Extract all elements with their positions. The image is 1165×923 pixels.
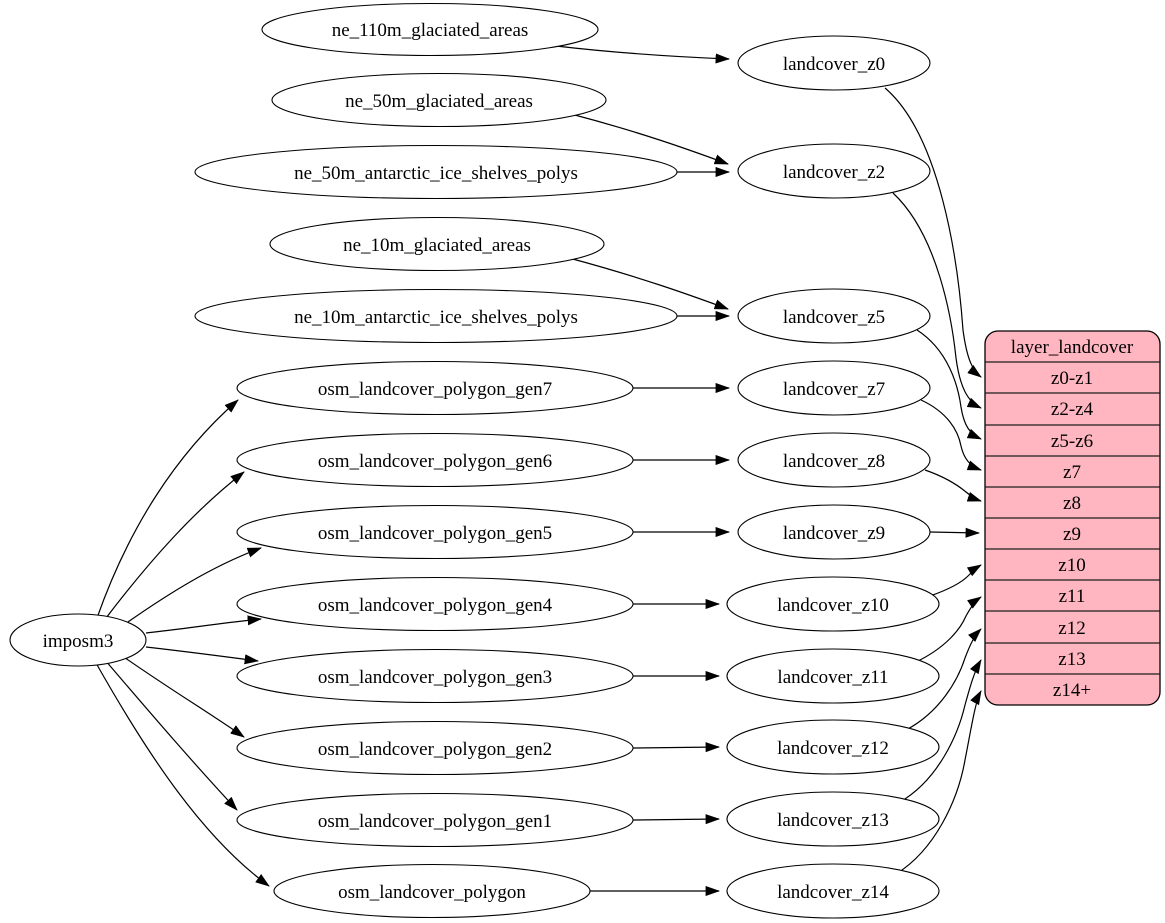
edge-z0-row (884, 87, 982, 378)
edge-imposm3-gen7 (96, 399, 239, 619)
edge-z13-row (899, 659, 982, 803)
edge-z5-row (916, 329, 982, 440)
edge-z14-row (895, 690, 982, 875)
node-label: landcover_z14 (777, 882, 889, 903)
table-row-z2-z4: z2-z4 (1051, 399, 1094, 420)
node-label: osm_landcover_polygon_gen6 (318, 451, 552, 472)
table-row-z13: z13 (1058, 649, 1085, 670)
node-landcover-z9: landcover_z9 (737, 504, 931, 560)
node-osm-landcover-polygon-gen3: osm_landcover_polygon_gen3 (236, 648, 634, 704)
node-label: ne_50m_glaciated_areas (345, 91, 533, 112)
node-label: landcover_z11 (777, 667, 888, 688)
node-osm-landcover-polygon-gen6: osm_landcover_polygon_gen6 (236, 432, 634, 488)
node-label: osm_landcover_polygon_gen1 (318, 811, 552, 832)
node-ne-110m-glaciated-areas: ne_110m_glaciated_areas (261, 2, 599, 57)
table-row-z10: z10 (1058, 555, 1085, 576)
node-ne-10m-glaciated-areas: ne_10m_glaciated_areas (269, 216, 605, 272)
node-ne-50m-antarctic-ice-shelves-polys: ne_50m_antarctic_ice_shelves_polys (194, 144, 678, 200)
node-label: landcover_z8 (783, 451, 885, 472)
node-label: osm_landcover_polygon_gen7 (318, 379, 552, 400)
edge-imposm3-gen3 (145, 646, 259, 665)
node-label: ne_10m_glaciated_areas (343, 235, 531, 256)
node-label: ne_110m_glaciated_areas (332, 20, 529, 41)
edge-imposm3-polygon (95, 662, 270, 887)
node-osm-landcover-polygon-gen4: osm_landcover_polygon_gen4 (236, 576, 634, 632)
node-label: landcover_z0 (783, 54, 885, 75)
node-landcover-z11: landcover_z11 (726, 648, 940, 704)
node-ne-10m-antarctic-ice-shelves-polys: ne_10m_antarctic_ice_shelves_polys (194, 288, 678, 344)
edge-z9-row (929, 527, 981, 538)
table-row-z0-z1: z0-z1 (1051, 368, 1093, 389)
node-landcover-z10: landcover_z10 (726, 576, 940, 632)
node-label: landcover_z5 (783, 307, 885, 328)
node-label: landcover_z10 (777, 595, 889, 616)
node-landcover-z5: landcover_z5 (737, 288, 931, 344)
edge-imposm3-gen4 (145, 615, 263, 634)
node-imposm3: imposm3 (9, 613, 147, 667)
edge-z11-row (915, 596, 982, 663)
edge-z8-row (924, 469, 982, 502)
edge-z10-row (929, 564, 982, 597)
table-row-z9: z9 (1063, 524, 1081, 545)
node-osm-landcover-polygon-gen5: osm_landcover_polygon_gen5 (236, 504, 634, 560)
edge-gen1-z13 (632, 814, 721, 825)
edge-ne110m-z0 (555, 45, 731, 64)
node-landcover-z13: landcover_z13 (726, 791, 940, 847)
node-landcover-z12: landcover_z12 (726, 719, 940, 775)
node-ne-50m-glaciated-areas: ne_50m_glaciated_areas (271, 72, 607, 128)
node-label: landcover_z7 (783, 379, 885, 400)
node-label: landcover_z12 (777, 738, 889, 759)
table-row-z11: z11 (1059, 586, 1086, 607)
node-landcover-z2: landcover_z2 (737, 143, 931, 199)
node-osm-landcover-polygon: osm_landcover_polygon (273, 863, 591, 919)
node-landcover-z0: landcover_z0 (737, 35, 931, 91)
node-label: osm_landcover_polygon_gen2 (318, 739, 552, 760)
node-landcover-z8: landcover_z8 (737, 432, 931, 488)
edge-ne50mglac-z2 (570, 113, 729, 165)
edge-z12-row (905, 628, 982, 731)
node-landcover-z14: landcover_z14 (726, 863, 940, 919)
table-row-z14plus: z14+ (1053, 680, 1091, 701)
node-label: landcover_z13 (777, 810, 889, 831)
table-row-z12: z12 (1058, 618, 1085, 639)
table-row-z8: z8 (1063, 493, 1081, 514)
edge-imposm3-gen2 (120, 654, 245, 738)
edge-gen2-z12 (632, 742, 721, 753)
node-osm-landcover-polygon-gen7: osm_landcover_polygon_gen7 (236, 360, 634, 416)
table-row-z5-z6: z5-z6 (1051, 431, 1093, 452)
edge-imposm3-gen1 (104, 659, 238, 811)
node-label: landcover_z9 (783, 523, 885, 544)
table-layer-landcover: layer_landcover z0-z1 z2-z4 z5-z6 z7 z8 … (984, 330, 1161, 706)
node-landcover-z7: landcover_z7 (737, 360, 931, 416)
edge-group (95, 45, 982, 897)
node-label: ne_10m_antarctic_ice_shelves_polys (294, 307, 578, 328)
node-label: osm_landcover_polygon_gen3 (318, 667, 552, 688)
node-osm-landcover-polygon-gen2: osm_landcover_polygon_gen2 (236, 720, 634, 776)
edge-imposm3-gen6 (102, 471, 245, 623)
edge-z2-row (892, 192, 982, 409)
edge-imposm3-gen5 (117, 547, 262, 630)
edge-ne10mglac-z5 (568, 257, 729, 310)
node-label: osm_landcover_polygon_gen4 (318, 595, 553, 616)
node-label: osm_landcover_polygon (338, 882, 526, 903)
table-title: layer_landcover (1011, 337, 1134, 358)
table-row-z7: z7 (1063, 462, 1081, 483)
node-label: ne_50m_antarctic_ice_shelves_polys (294, 163, 578, 184)
node-label: landcover_z2 (783, 162, 885, 183)
node-label: osm_landcover_polygon_gen5 (318, 523, 552, 544)
edge-z7-row (920, 399, 982, 471)
node-osm-landcover-polygon-gen1: osm_landcover_polygon_gen1 (236, 792, 634, 848)
node-imposm3-label: imposm3 (43, 631, 114, 652)
